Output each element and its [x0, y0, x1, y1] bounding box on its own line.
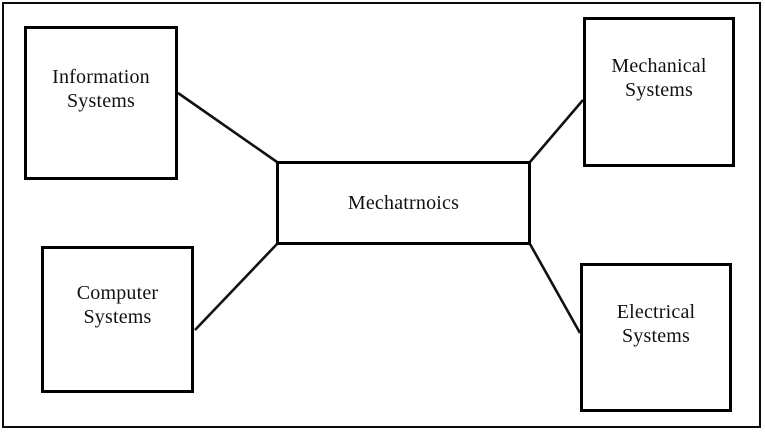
- node-box-information-systems[interactable]: Information Systems: [24, 26, 178, 180]
- connector-information-systems-to-mechatronics: [177, 91, 278, 164]
- connector-computer-systems-to-mechatronics: [194, 243, 278, 331]
- node-box-computer-systems[interactable]: Computer Systems: [41, 246, 194, 393]
- node-box-mechatronics[interactable]: Mechatrnoics: [276, 161, 531, 245]
- node-label-electrical-systems: Electrical Systems: [616, 301, 696, 348]
- connector-mechanical-systems-to-mechatronics: [529, 99, 584, 163]
- page-frame-border: [2, 2, 761, 428]
- node-label-computer-systems: Computer Systems: [76, 282, 159, 329]
- node-label-mechanical-systems: Mechanical Systems: [611, 55, 707, 102]
- node-label-mechatronics: Mechatrnoics: [347, 191, 460, 214]
- connector-electrical-systems-to-mechatronics: [528, 243, 582, 334]
- node-box-mechanical-systems[interactable]: Mechanical Systems: [583, 17, 735, 167]
- node-box-electrical-systems[interactable]: Electrical Systems: [580, 263, 732, 412]
- node-label-information-systems: Information Systems: [52, 66, 150, 113]
